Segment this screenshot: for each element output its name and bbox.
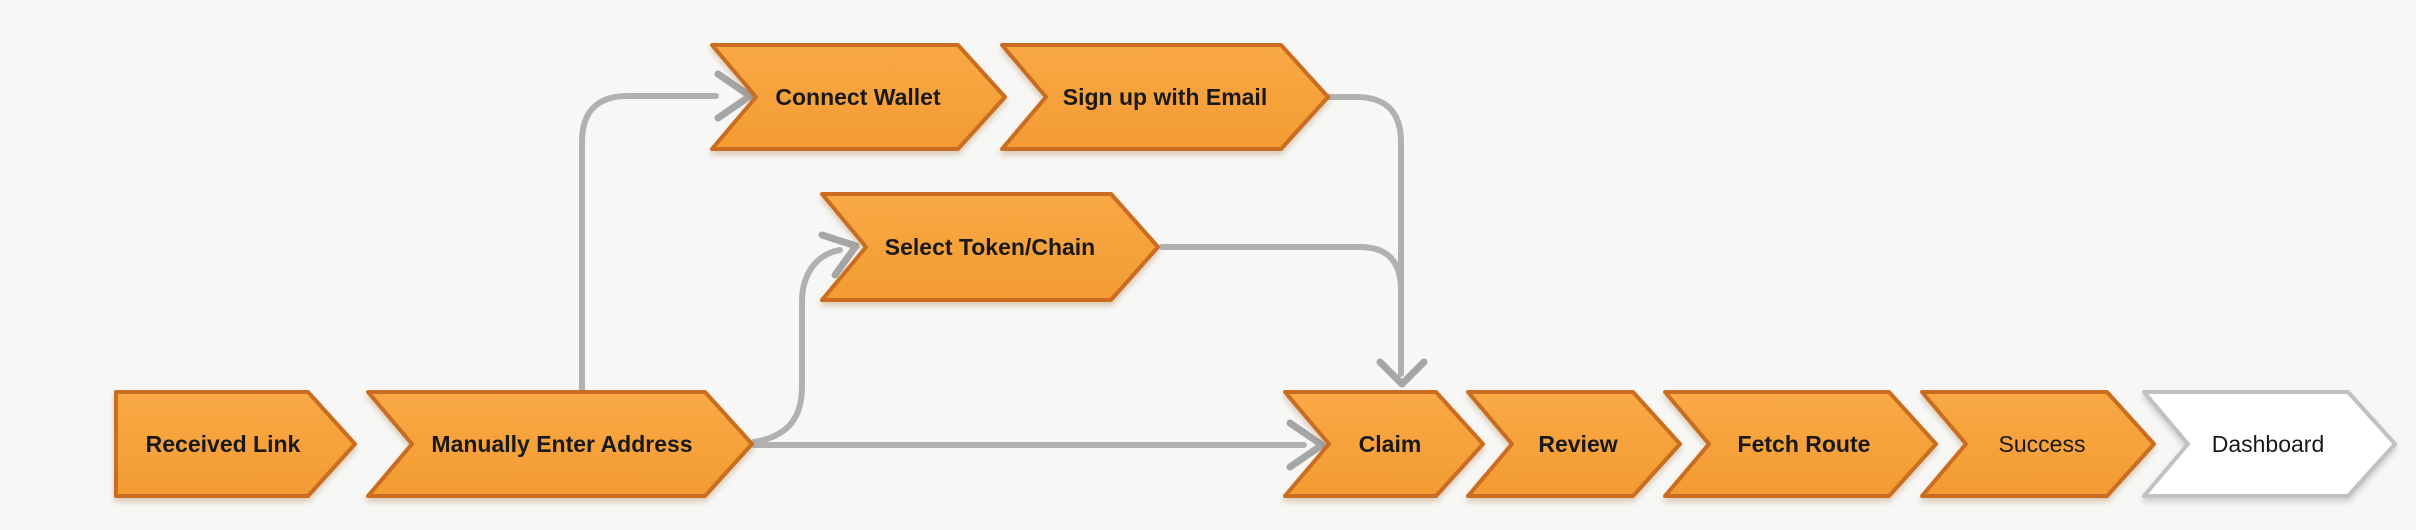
arrowhead-into-select-token-chain	[818, 231, 860, 279]
node-select-token-chain: Select Token/Chain	[820, 192, 1160, 302]
node-received-link-shape	[114, 390, 357, 498]
node-fetch-route-shape	[1663, 390, 1938, 498]
arrowhead-into-claim-left	[1286, 419, 1326, 471]
node-group: Received Link Manually Enter Address Con…	[114, 43, 2397, 498]
node-dashboard-shape	[2142, 390, 2397, 498]
node-review-shape	[1466, 390, 1682, 498]
node-fetch-route: Fetch Route	[1663, 390, 1938, 498]
node-success: Success	[1920, 390, 2156, 498]
arrowhead-into-connect-wallet	[714, 70, 754, 122]
edge-select-token-chain-to-claim	[1159, 244, 1404, 313]
arrowhead-into-claim-top	[1376, 358, 1428, 388]
node-connect-wallet-label: Connect Wallet	[775, 84, 941, 110]
node-sign-up-with-email: Sign up with Email	[1000, 43, 1330, 151]
node-claim: Claim	[1283, 390, 1485, 498]
node-select-token-chain-shape	[820, 192, 1160, 302]
edge-group	[579, 70, 1428, 471]
node-sign-up-with-email-label: Sign up with Email	[1063, 84, 1267, 110]
node-manually-enter-address-label: Manually Enter Address	[431, 431, 692, 457]
node-received-link-label: Received Link	[146, 431, 301, 457]
edge-manually-enter-address-to-select-token-chain	[751, 247, 843, 445]
node-success-shape	[1920, 390, 2156, 498]
node-review-label: Review	[1538, 431, 1617, 457]
node-connect-wallet: Connect Wallet	[710, 43, 1007, 151]
node-review: Review	[1466, 390, 1682, 498]
edge-manually-enter-address-to-connect-wallet	[579, 93, 719, 395]
node-fetch-route-label: Fetch Route	[1738, 431, 1871, 457]
node-claim-label: Claim	[1359, 431, 1422, 457]
node-success-label: Success	[1999, 431, 2086, 457]
node-received-link: Received Link	[114, 390, 357, 498]
node-select-token-chain-label: Select Token/Chain	[885, 234, 1095, 260]
node-manually-enter-address-shape	[366, 390, 754, 498]
node-connect-wallet-shape	[710, 43, 1007, 151]
node-claim-shape	[1283, 390, 1485, 498]
node-dashboard: Dashboard	[2142, 390, 2397, 498]
node-sign-up-with-email-shape	[1000, 43, 1330, 151]
node-dashboard-label: Dashboard	[2212, 431, 2325, 457]
edge-sign-up-with-email-to-claim	[1325, 94, 1404, 377]
node-manually-enter-address: Manually Enter Address	[366, 390, 754, 498]
